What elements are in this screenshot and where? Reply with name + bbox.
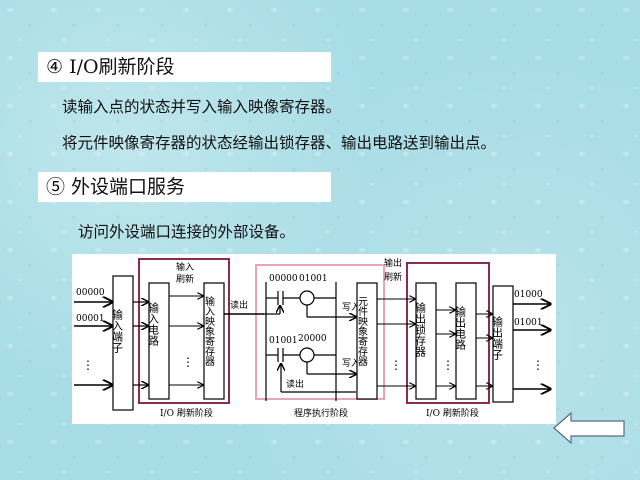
input-address: 00001 xyxy=(76,314,105,324)
rung2-coil: 20000 xyxy=(298,334,327,344)
section-heading-io-refresh: ④ I/O刷新阶段 xyxy=(38,52,331,82)
text-line: 将元件映像寄存器的状态经输出锁存器、输出电路送到输出点。 xyxy=(62,134,497,152)
svg-text:刷新: 刷新 xyxy=(176,273,194,285)
svg-text:输出: 输出 xyxy=(384,257,402,269)
back-arrow-button[interactable] xyxy=(552,411,626,449)
left-arrow-icon xyxy=(553,411,625,445)
svg-text:输入: 输入 xyxy=(176,261,194,273)
svg-text:写入: 写入 xyxy=(342,358,360,369)
rung1-contact: 00000 xyxy=(269,274,298,284)
svg-text:输出锁存器: 输出锁存器 xyxy=(414,301,427,358)
svg-text:读出: 读出 xyxy=(230,299,248,311)
svg-text:⋮: ⋮ xyxy=(532,358,544,372)
svg-text:元件映象寄存器: 元件映象寄存器 xyxy=(356,296,368,367)
svg-text:⋮: ⋮ xyxy=(442,358,454,372)
text-line: 访问外设端口连接的外部设备。 xyxy=(78,223,296,241)
svg-text:输出电路: 输出电路 xyxy=(454,305,467,351)
output-address: 01001 xyxy=(514,318,543,328)
plc-scan-diagram: 00000 00001 ⋮ 输入端子 输入电路 ⋮ 输入 刷新 输入映象寄存器 … xyxy=(72,254,556,424)
svg-text:⋮: ⋮ xyxy=(182,355,194,369)
svg-text:⋮: ⋮ xyxy=(390,358,402,372)
svg-text:⋮: ⋮ xyxy=(82,358,94,372)
stage-label: I/O 刷新阶段 xyxy=(426,407,479,419)
svg-text:写入: 写入 xyxy=(342,302,360,313)
svg-text:读出: 读出 xyxy=(286,378,304,390)
stage-label: 程序执行阶段 xyxy=(294,407,348,419)
svg-text:输出端子: 输出端子 xyxy=(491,315,504,360)
output-address: 01000 xyxy=(514,290,543,300)
stage-label: I/O 刷新阶段 xyxy=(160,407,213,419)
input-address: 00000 xyxy=(76,288,105,298)
svg-text:输入电路: 输入电路 xyxy=(147,301,160,347)
rung1-coil: 01001 xyxy=(299,274,328,284)
svg-text:输入端子: 输入端子 xyxy=(111,308,124,353)
svg-text:输入映象寄存器: 输入映象寄存器 xyxy=(203,295,215,367)
svg-text:刷新: 刷新 xyxy=(384,271,402,283)
rung2-contact: 01001 xyxy=(269,336,298,346)
section-heading-peripheral-service: ⑤ 外设端口服务 xyxy=(38,172,331,202)
text-line: 读输入点的状态并写入输入映像寄存器。 xyxy=(62,98,342,116)
